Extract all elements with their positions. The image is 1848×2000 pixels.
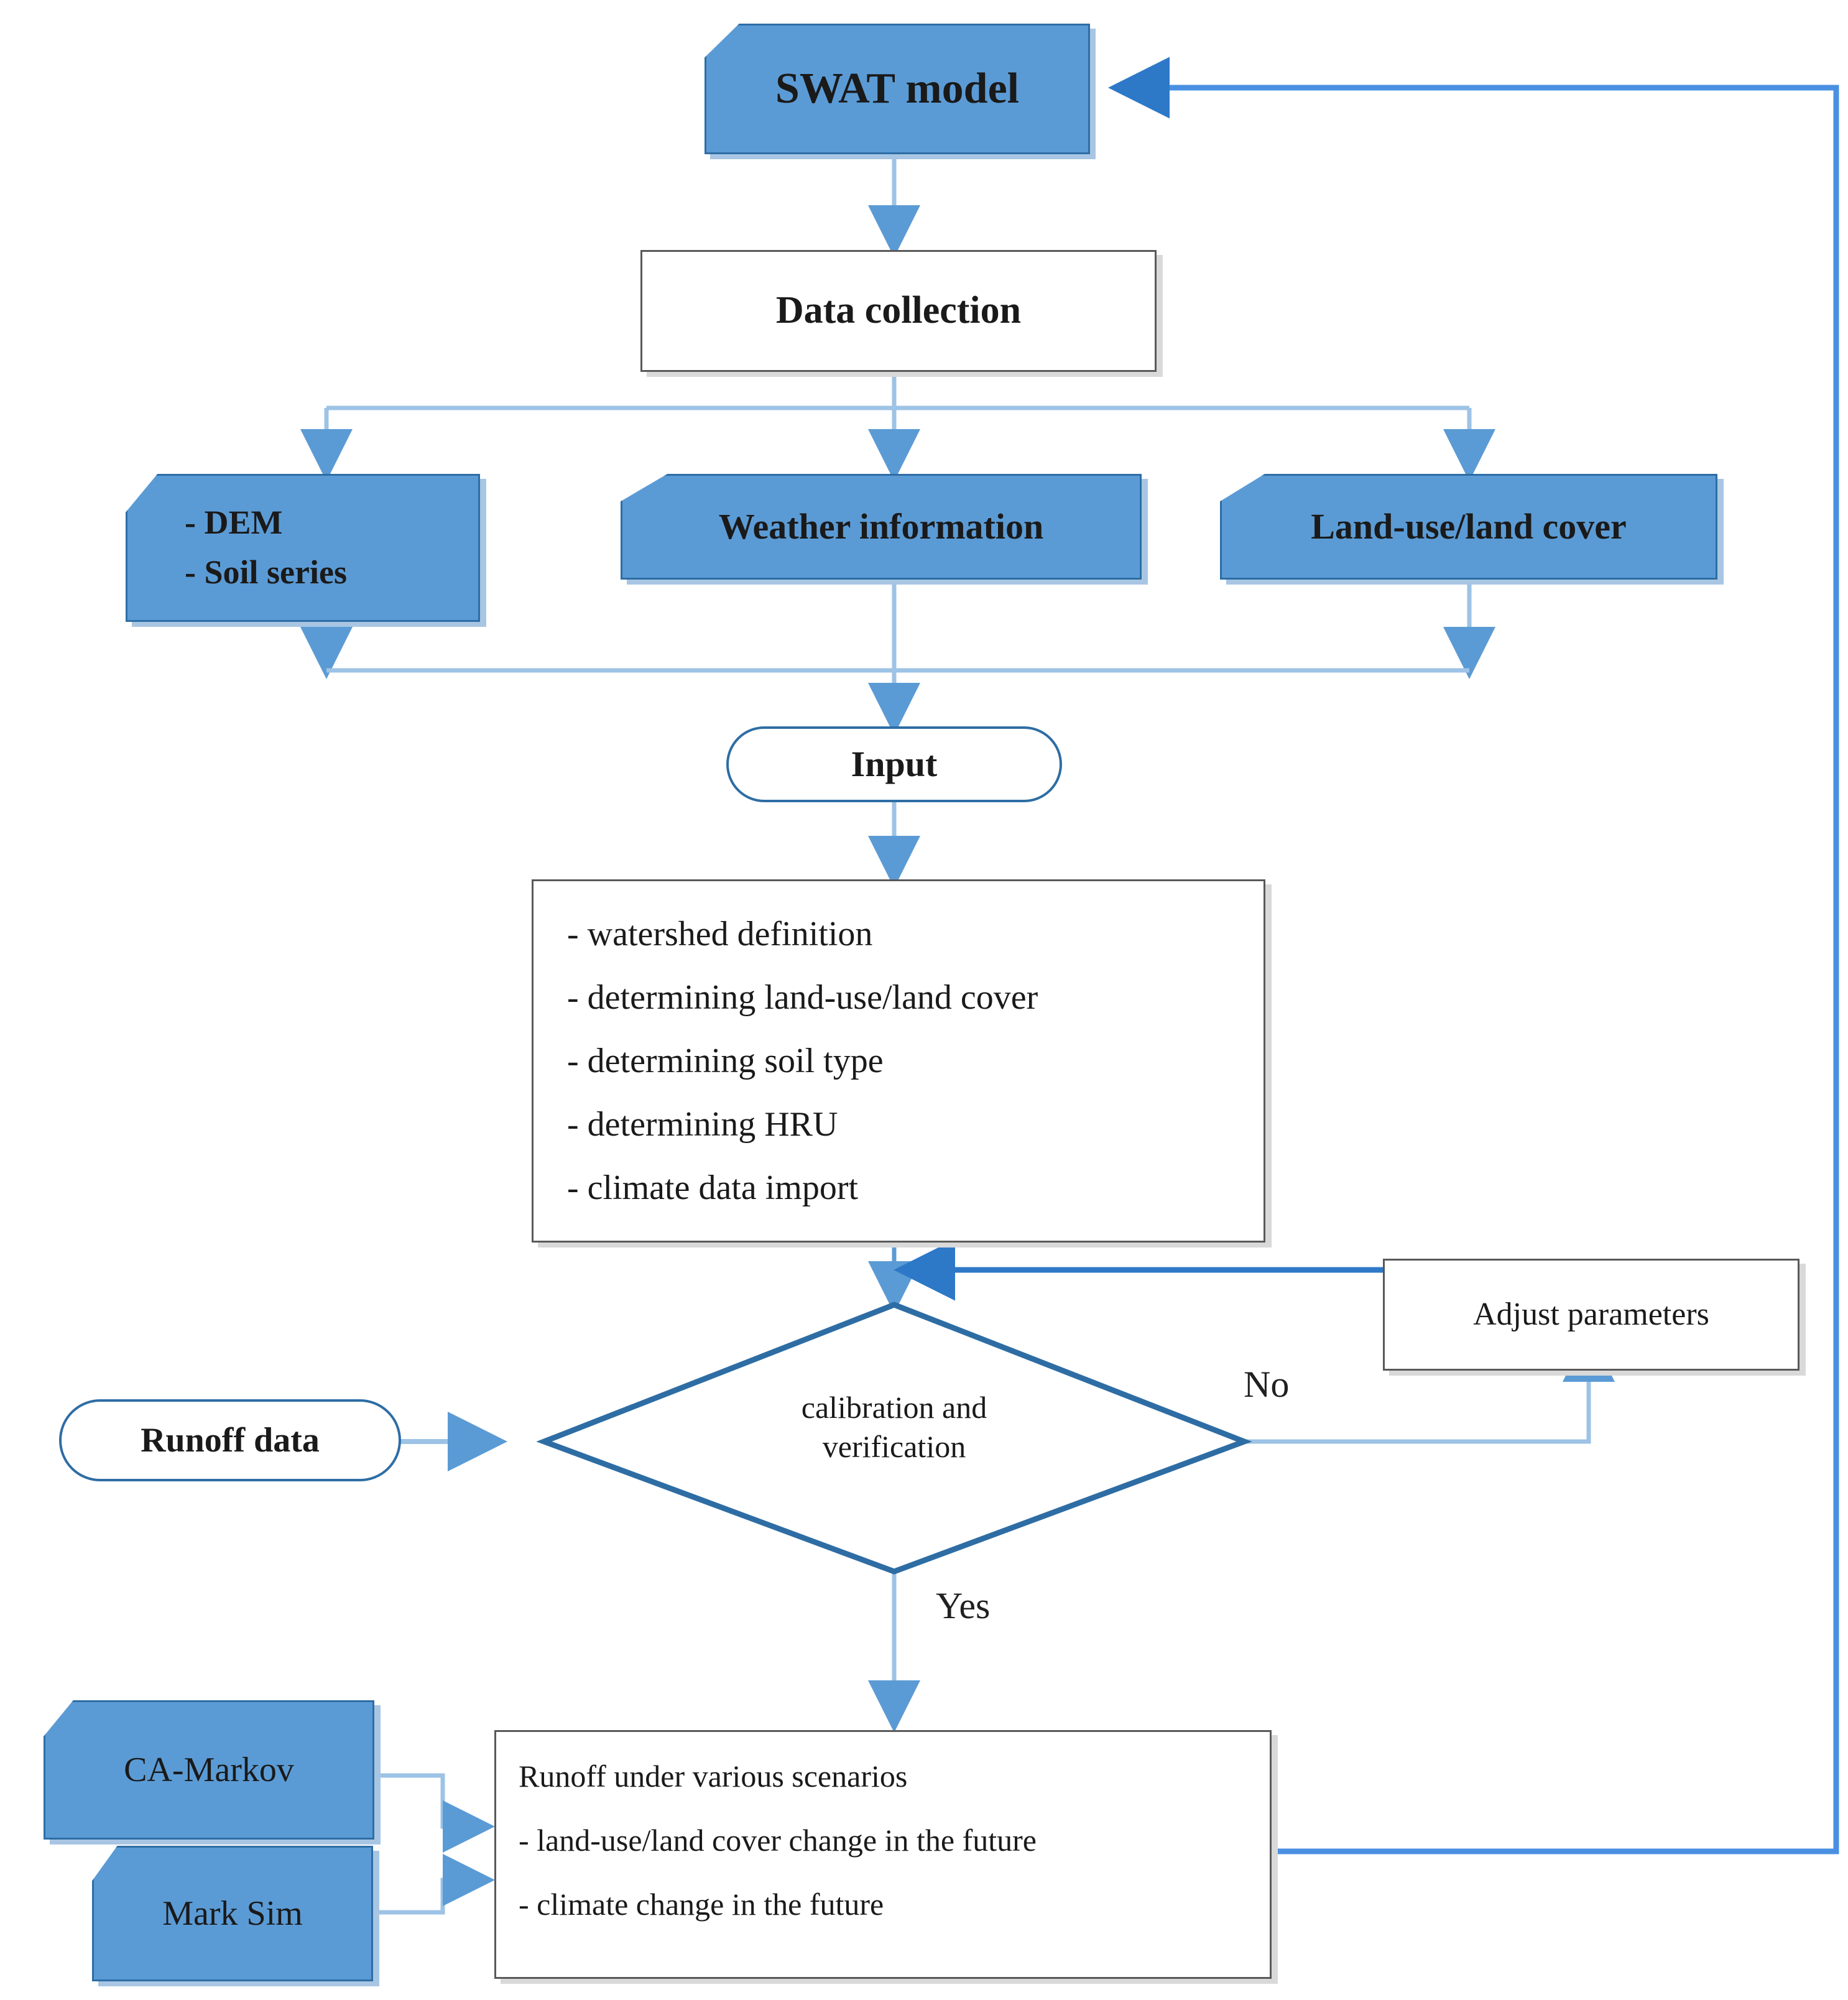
node-weather-information[interactable]: Weather information (621, 474, 1142, 580)
edge-label-no: No (1244, 1364, 1290, 1405)
landuse-label: Land-use/land cover (1311, 506, 1627, 547)
node-ca-markov[interactable]: CA-Markov (44, 1700, 374, 1840)
process-step-5: - climate data import (567, 1168, 859, 1207)
decision-line-1: calibration and (801, 1390, 987, 1425)
mark-sim-label: Mark Sim (162, 1894, 303, 1933)
node-swat-model[interactable]: SWAT model (705, 24, 1090, 154)
process-step-1: - watershed definition (567, 914, 873, 953)
node-dem-soil[interactable]: - DEM - Soil series (126, 474, 480, 622)
process-step-2: - determining land-use/land cover (567, 978, 1038, 1017)
scenarios-item-1: - land-use/land cover change in the futu… (519, 1823, 1037, 1858)
dem-label: - DEM (185, 504, 283, 542)
ca-markov-label: CA-Markov (124, 1750, 294, 1789)
adjust-parameters-label: Adjust parameters (1473, 1297, 1709, 1333)
node-adjust-parameters[interactable]: Adjust parameters (1383, 1259, 1799, 1371)
decision-line-2: verification (822, 1428, 966, 1464)
node-data-collection[interactable]: Data collection (640, 250, 1157, 372)
weather-label: Weather information (718, 506, 1044, 547)
node-decision-calibration-verification[interactable]: calibration and verification (695, 1388, 1093, 1466)
process-step-3: - determining soil type (567, 1041, 884, 1080)
input-label: Input (851, 743, 938, 784)
process-step-4: - determining HRU (567, 1104, 838, 1144)
edge-label-yes: Yes (936, 1585, 991, 1626)
node-process-steps[interactable]: - watershed definition - determining lan… (532, 879, 1265, 1243)
node-land-use-land-cover[interactable]: Land-use/land cover (1220, 474, 1717, 580)
scenarios-item-2: - climate change in the future (519, 1887, 884, 1922)
runoff-data-label: Runoff data (141, 1420, 320, 1460)
node-runoff-data[interactable]: Runoff data (59, 1399, 401, 1481)
data-collection-label: Data collection (775, 289, 1022, 332)
soil-series-label: - Soil series (185, 553, 347, 591)
node-runoff-scenarios[interactable]: Runoff under various scenarios - land-us… (494, 1730, 1272, 1979)
swat-model-label: SWAT model (775, 64, 1020, 113)
scenarios-heading: Runoff under various scenarios (519, 1759, 908, 1794)
node-input[interactable]: Input (726, 726, 1062, 802)
node-mark-sim[interactable]: Mark Sim (92, 1846, 373, 1981)
